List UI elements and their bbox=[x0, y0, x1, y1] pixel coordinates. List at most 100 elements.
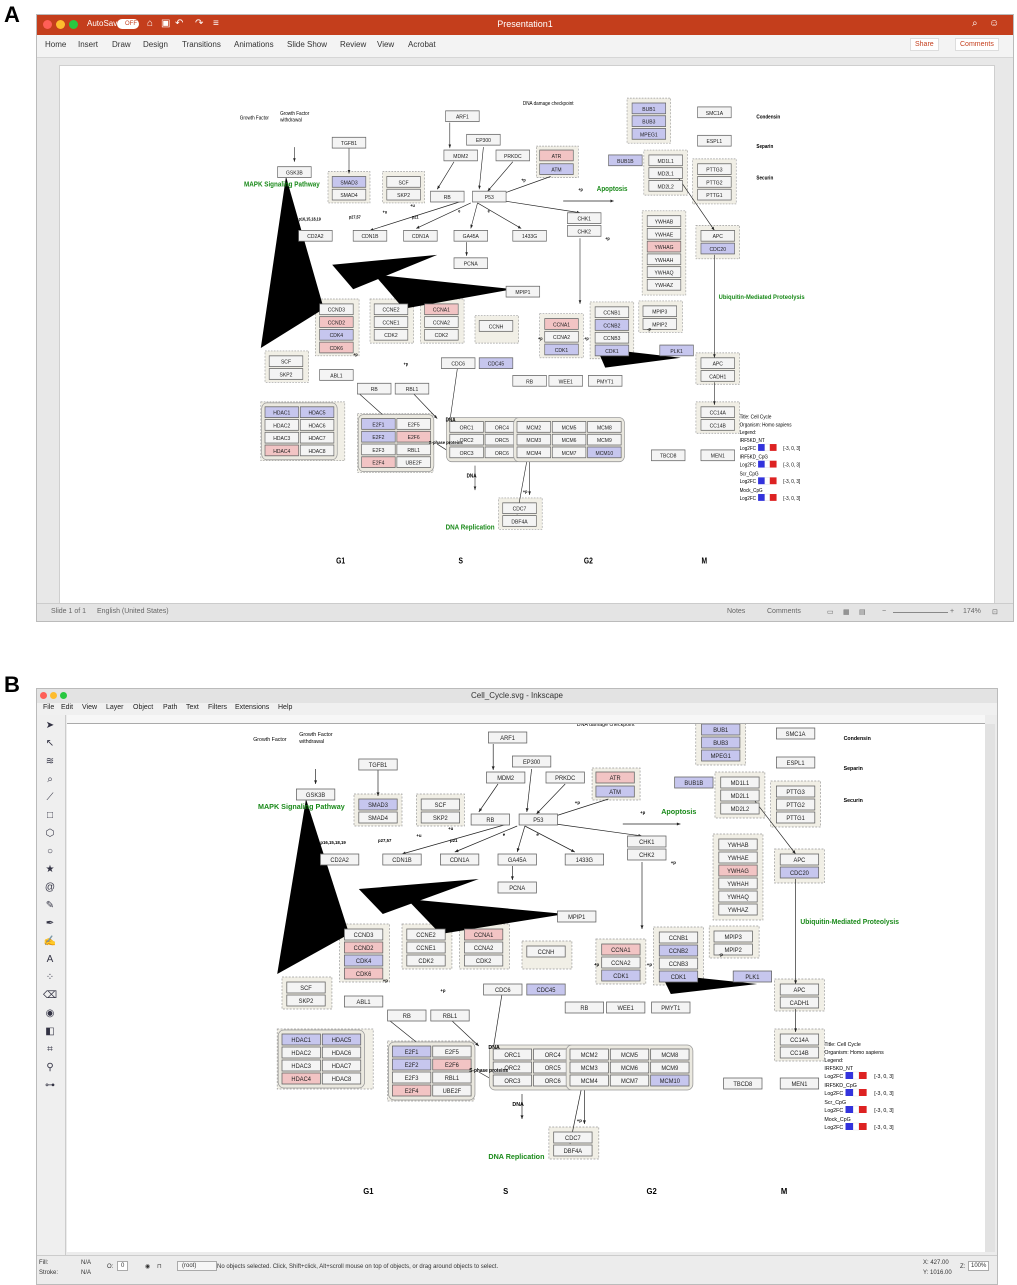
eye-icon[interactable]: ◉ bbox=[145, 1264, 151, 1270]
gene-label: ATR bbox=[610, 776, 621, 782]
fit-to-window-icon[interactable]: ⊡ bbox=[992, 609, 998, 616]
zoom-slider[interactable] bbox=[893, 612, 948, 613]
interaction-edge bbox=[487, 161, 514, 192]
gene-box bbox=[658, 970, 699, 983]
arrow-head bbox=[516, 848, 520, 852]
tab-view[interactable]: View bbox=[377, 40, 395, 49]
lock-icon[interactable]: ⊓ bbox=[157, 1264, 162, 1270]
menu-file[interactable]: File bbox=[43, 704, 55, 711]
slide-sorter-icon[interactable]: ▦ bbox=[843, 609, 850, 616]
phase-label: G2 bbox=[584, 556, 593, 566]
vertical-scrollbar[interactable] bbox=[985, 724, 995, 1252]
undo-icon[interactable]: ↶ bbox=[175, 18, 184, 29]
connector-tool-icon[interactable]: ⊶ bbox=[45, 1080, 55, 1091]
home-icon[interactable]: ⌂ bbox=[147, 18, 154, 29]
account-icon[interactable]: ☺ bbox=[989, 18, 1000, 29]
share-button[interactable]: Share bbox=[910, 38, 939, 51]
mesh-tool-icon[interactable]: ⌗ bbox=[47, 1044, 53, 1055]
normal-view-icon[interactable]: ▭ bbox=[827, 609, 834, 616]
tab-home[interactable]: Home bbox=[45, 40, 67, 49]
minimize-window-button[interactable] bbox=[50, 692, 57, 699]
annotation-plus-p: +p bbox=[671, 860, 676, 865]
comments-button[interactable]: Comments bbox=[955, 38, 999, 51]
gene-box bbox=[502, 502, 537, 515]
text-tool-icon[interactable]: A bbox=[46, 954, 54, 965]
tab-acrobat[interactable]: Acrobat bbox=[408, 40, 436, 49]
tweak-tool-icon[interactable]: ≋ bbox=[45, 756, 55, 767]
menu-help[interactable]: Help bbox=[278, 704, 293, 711]
tab-insert[interactable]: Insert bbox=[78, 40, 99, 49]
menu-view[interactable]: View bbox=[82, 704, 98, 711]
eraser-tool-icon[interactable]: ⌫ bbox=[43, 990, 58, 1001]
opacity-input[interactable]: 0 bbox=[117, 1261, 129, 1271]
measure-tool-icon[interactable]: ⟋ bbox=[46, 792, 54, 803]
menu-path[interactable]: Path bbox=[163, 704, 178, 711]
gene-box bbox=[382, 853, 422, 866]
bucket-tool-icon[interactable]: ◉ bbox=[45, 1008, 55, 1019]
maximize-window-button[interactable] bbox=[69, 20, 78, 29]
zoom-in-icon[interactable]: + bbox=[950, 608, 955, 615]
tab-slide-show[interactable]: Slide Show bbox=[287, 40, 328, 49]
inhibition-wedge bbox=[406, 899, 566, 934]
notes-button[interactable]: Notes bbox=[727, 608, 746, 615]
search-icon[interactable]: ⌕ bbox=[972, 18, 978, 29]
horizontal-ruler[interactable] bbox=[67, 715, 985, 724]
menu-edit[interactable]: Edit bbox=[61, 704, 74, 711]
box3d-tool-icon[interactable]: ⬡ bbox=[45, 828, 55, 839]
zoom-input[interactable]: 100% bbox=[968, 1261, 990, 1271]
redo-icon[interactable]: ↷ bbox=[195, 18, 204, 29]
gene-label: SMAD3 bbox=[340, 180, 357, 186]
dropper-tool-icon[interactable]: ⚲ bbox=[46, 1062, 54, 1073]
gene-label: APC bbox=[713, 361, 723, 367]
pen-tool-icon[interactable]: ✒ bbox=[45, 918, 55, 929]
spray-tool-icon[interactable]: ⁘ bbox=[45, 972, 55, 983]
close-window-button[interactable] bbox=[43, 20, 52, 29]
gene-box bbox=[495, 149, 530, 162]
maximize-window-button[interactable] bbox=[60, 692, 67, 699]
save-icon[interactable]: ▣ bbox=[161, 18, 171, 29]
language-indicator[interactable]: English (United States) bbox=[97, 608, 169, 615]
tab-draw[interactable]: Draw bbox=[112, 40, 131, 49]
zoom-out-icon[interactable]: − bbox=[882, 608, 887, 615]
zoom-tool-icon[interactable]: ⌕ bbox=[47, 774, 53, 785]
gene-label: MCM4 bbox=[526, 451, 541, 457]
gene-label: CCNB2 bbox=[603, 323, 620, 329]
tab-design[interactable]: Design bbox=[143, 40, 168, 49]
gene-box bbox=[776, 727, 816, 740]
minimize-window-button[interactable] bbox=[56, 20, 65, 29]
spiral-tool-icon[interactable]: @ bbox=[44, 882, 56, 893]
menu-object[interactable]: Object bbox=[133, 704, 154, 711]
gene-label: CC14A bbox=[790, 1038, 809, 1044]
close-window-button[interactable] bbox=[40, 692, 47, 699]
ellipse-tool-icon[interactable]: ○ bbox=[46, 846, 54, 857]
arrow-head bbox=[491, 766, 495, 770]
zoom-level[interactable]: 174% bbox=[963, 608, 981, 615]
calligraphy-tool-icon[interactable]: ✍ bbox=[43, 936, 57, 947]
menu-filters[interactable]: Filters bbox=[208, 704, 228, 711]
menu-text[interactable]: Text bbox=[186, 704, 199, 711]
layer-selector[interactable]: (root) bbox=[177, 1261, 217, 1271]
pencil-tool-icon[interactable]: ✎ bbox=[45, 900, 55, 911]
gene-label: HDAC1 bbox=[291, 1038, 311, 1044]
arrow-head bbox=[347, 169, 351, 174]
presenter-view-icon[interactable]: ▤ bbox=[859, 609, 866, 616]
tab-animations[interactable]: Animations bbox=[234, 40, 274, 49]
gradient-tool-icon[interactable]: ◧ bbox=[45, 1026, 55, 1037]
node-tool-icon[interactable]: ↖ bbox=[45, 738, 55, 749]
annotation-dna-damage: DNA damage checkpoint bbox=[523, 101, 574, 107]
rectangle-tool-icon[interactable]: □ bbox=[46, 810, 54, 821]
interaction-edge bbox=[369, 200, 463, 231]
tab-transitions[interactable]: Transitions bbox=[182, 40, 221, 49]
gene-label: BUB1B bbox=[684, 781, 703, 787]
autosave-toggle[interactable]: OFF bbox=[117, 19, 139, 29]
customize-toolbar-icon[interactable]: ≡ bbox=[213, 18, 219, 29]
comments-status-button[interactable]: Comments bbox=[767, 608, 801, 615]
autosave-label: AutoSave bbox=[87, 19, 122, 28]
star-tool-icon[interactable]: ★ bbox=[45, 864, 55, 875]
tab-review[interactable]: Review bbox=[340, 40, 367, 49]
menu-extensions[interactable]: Extensions bbox=[235, 704, 270, 711]
menu-layer[interactable]: Layer bbox=[106, 704, 124, 711]
selector-tool-icon[interactable]: ➤ bbox=[45, 720, 55, 731]
